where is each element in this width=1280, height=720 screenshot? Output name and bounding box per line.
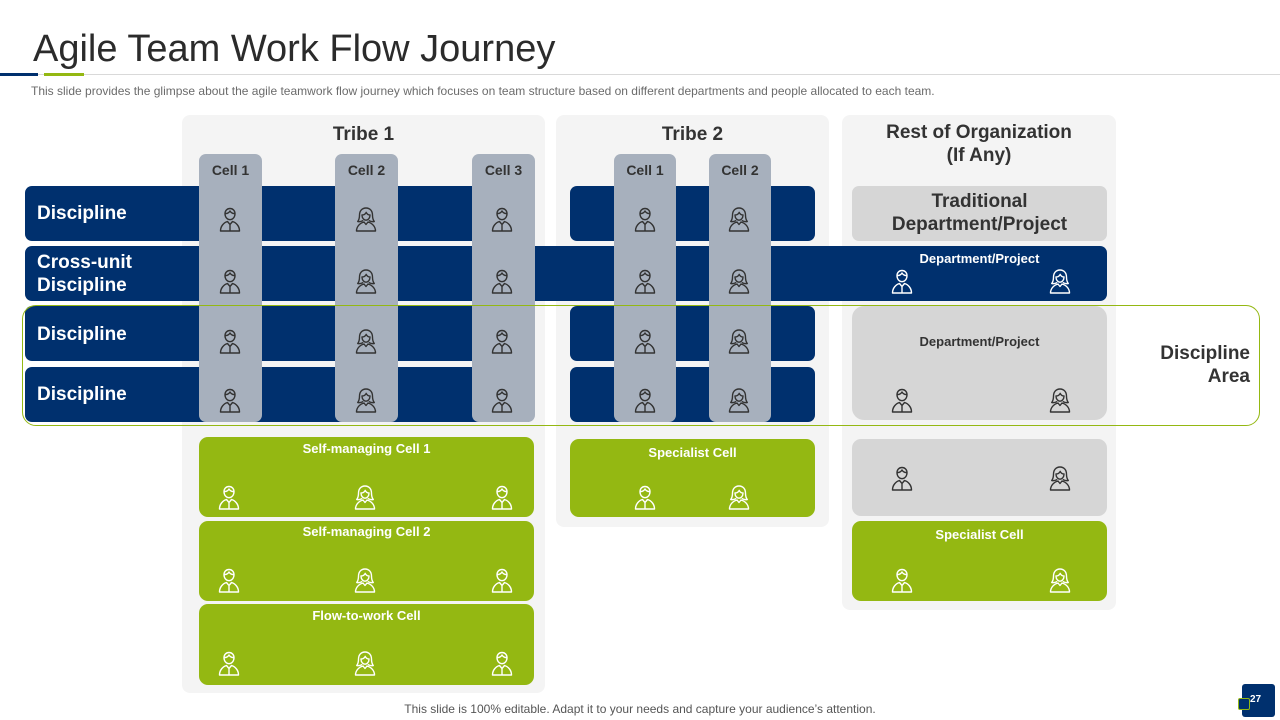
- female-person-icon: [354, 485, 376, 510]
- self-managing-cell-2-card: [199, 521, 534, 601]
- row-discipline-1-bar: [25, 186, 534, 241]
- traditional-department-box: [852, 186, 1107, 241]
- female-person-icon: [728, 485, 750, 510]
- tribe-1-cell-1-header: Cell 1: [211, 162, 250, 178]
- tribe-2-cell-1-header: Cell 1: [626, 162, 664, 178]
- male-person-icon: [891, 466, 913, 491]
- female-person-icon: [728, 388, 750, 413]
- tribe-1-title: Tribe 1: [332, 124, 395, 145]
- self-managing-cell-2-title: Self-managing Cell 2: [302, 524, 431, 539]
- male-person-icon: [491, 568, 513, 593]
- traditional-label-line2: Department/Project: [891, 214, 1068, 235]
- female-person-icon: [355, 207, 377, 232]
- rest-of-org-title-line2: (If Any): [946, 145, 1012, 166]
- male-person-icon: [491, 329, 513, 354]
- male-person-icon: [219, 269, 241, 294]
- self-managing-cell-1-card: [199, 437, 534, 517]
- page-title: Agile Team Work Flow Journey: [33, 28, 556, 70]
- row-discipline-1-label: Discipline: [37, 203, 127, 224]
- female-person-icon: [728, 329, 750, 354]
- tribe-2-cell-2-column: [709, 154, 771, 422]
- row-cross-unit-label-line1: Cross-unit: [37, 252, 132, 273]
- male-person-icon: [219, 207, 241, 232]
- tribe-1-cell-3-header: Cell 3: [484, 162, 523, 178]
- flow-to-work-cell-card: [199, 604, 534, 685]
- male-person-icon: [634, 207, 656, 232]
- title-accent-blue: [0, 73, 38, 76]
- discipline-area-label-line2: Area: [1207, 366, 1250, 387]
- row-discipline-1-tribe2-bar: [570, 186, 815, 241]
- slide-corner-icon: [1238, 698, 1250, 710]
- discipline-area-department-label: Department/Project: [919, 334, 1040, 349]
- row-discipline-3-tribe2-bar: [570, 306, 815, 361]
- row-cross-unit-label: Cross-unit Discipline: [37, 251, 132, 297]
- discipline-area-outline: [22, 305, 1260, 426]
- female-person-icon: [728, 269, 750, 294]
- female-person-icon: [1049, 388, 1071, 413]
- female-person-icon: [354, 651, 376, 676]
- male-person-icon: [491, 388, 513, 413]
- tribe-1-cell-3-column: [472, 154, 535, 422]
- row-cross-unit-label-line2: Discipline: [37, 275, 127, 296]
- female-person-icon: [1049, 466, 1071, 491]
- male-person-icon: [634, 388, 656, 413]
- tribe-2-title: Tribe 2: [661, 124, 724, 145]
- female-person-icon: [355, 269, 377, 294]
- male-person-icon: [218, 651, 240, 676]
- female-person-icon: [355, 329, 377, 354]
- male-person-icon: [491, 269, 513, 294]
- male-person-icon: [218, 485, 240, 510]
- female-person-icon: [1049, 269, 1071, 294]
- row-discipline-4-label: Discipline: [37, 384, 127, 405]
- flow-to-work-cell-title: Flow-to-work Cell: [312, 608, 421, 623]
- rest-specialist-cell-title: Specialist Cell: [935, 527, 1024, 542]
- female-person-icon: [728, 207, 750, 232]
- female-person-icon: [1049, 568, 1071, 593]
- male-person-icon: [218, 568, 240, 593]
- tribe-1-cell-2-header: Cell 2: [347, 162, 386, 178]
- male-person-icon: [491, 651, 513, 676]
- discipline-area-label-line1: Discipline: [1160, 343, 1250, 364]
- traditional-department-label: Traditional Department/Project: [852, 190, 1107, 236]
- self-managing-cell-1-title: Self-managing Cell 1: [302, 441, 431, 456]
- row-discipline-3-bar: [25, 306, 534, 361]
- female-person-icon: [354, 568, 376, 593]
- rest-of-org-title-line1: Rest of Organization: [886, 122, 1072, 143]
- row-discipline-4-tribe2-bar: [570, 367, 815, 422]
- footer-note: This slide is 100% editable. Adapt it to…: [404, 702, 876, 716]
- page-number: 27: [1250, 694, 1262, 705]
- male-person-icon: [219, 329, 241, 354]
- male-person-icon: [891, 568, 913, 593]
- male-person-icon: [491, 207, 513, 232]
- male-person-icon: [491, 485, 513, 510]
- cross-unit-department-label: Department/Project: [919, 251, 1040, 266]
- row-discipline-4-bar: [25, 367, 534, 422]
- tribe-1-cell-2-column: [335, 154, 398, 422]
- male-person-icon: [891, 388, 913, 413]
- male-person-icon: [634, 485, 656, 510]
- male-person-icon: [634, 269, 656, 294]
- tribe-2-specialist-cell-card: [570, 439, 815, 517]
- page-subtitle: This slide provides the glimpse about th…: [31, 84, 935, 98]
- male-person-icon: [891, 269, 913, 294]
- rest-of-org-people-box: [852, 439, 1107, 516]
- tribe-2-cell-2-header: Cell 2: [721, 162, 759, 178]
- tribe-2-specialist-cell-title: Specialist Cell: [648, 445, 737, 460]
- rest-specialist-cell-card: [852, 521, 1107, 601]
- discipline-area-label: Discipline Area: [1130, 342, 1250, 388]
- male-person-icon: [219, 388, 241, 413]
- female-person-icon: [355, 388, 377, 413]
- title-accent-green: [44, 73, 84, 76]
- rest-of-org-title: Rest of Organization (If Any): [842, 121, 1116, 167]
- row-discipline-3-label: Discipline: [37, 324, 127, 345]
- discipline-area-department-box: [852, 306, 1107, 420]
- traditional-label-line1: Traditional: [931, 191, 1028, 212]
- title-divider: [0, 74, 1280, 75]
- male-person-icon: [634, 329, 656, 354]
